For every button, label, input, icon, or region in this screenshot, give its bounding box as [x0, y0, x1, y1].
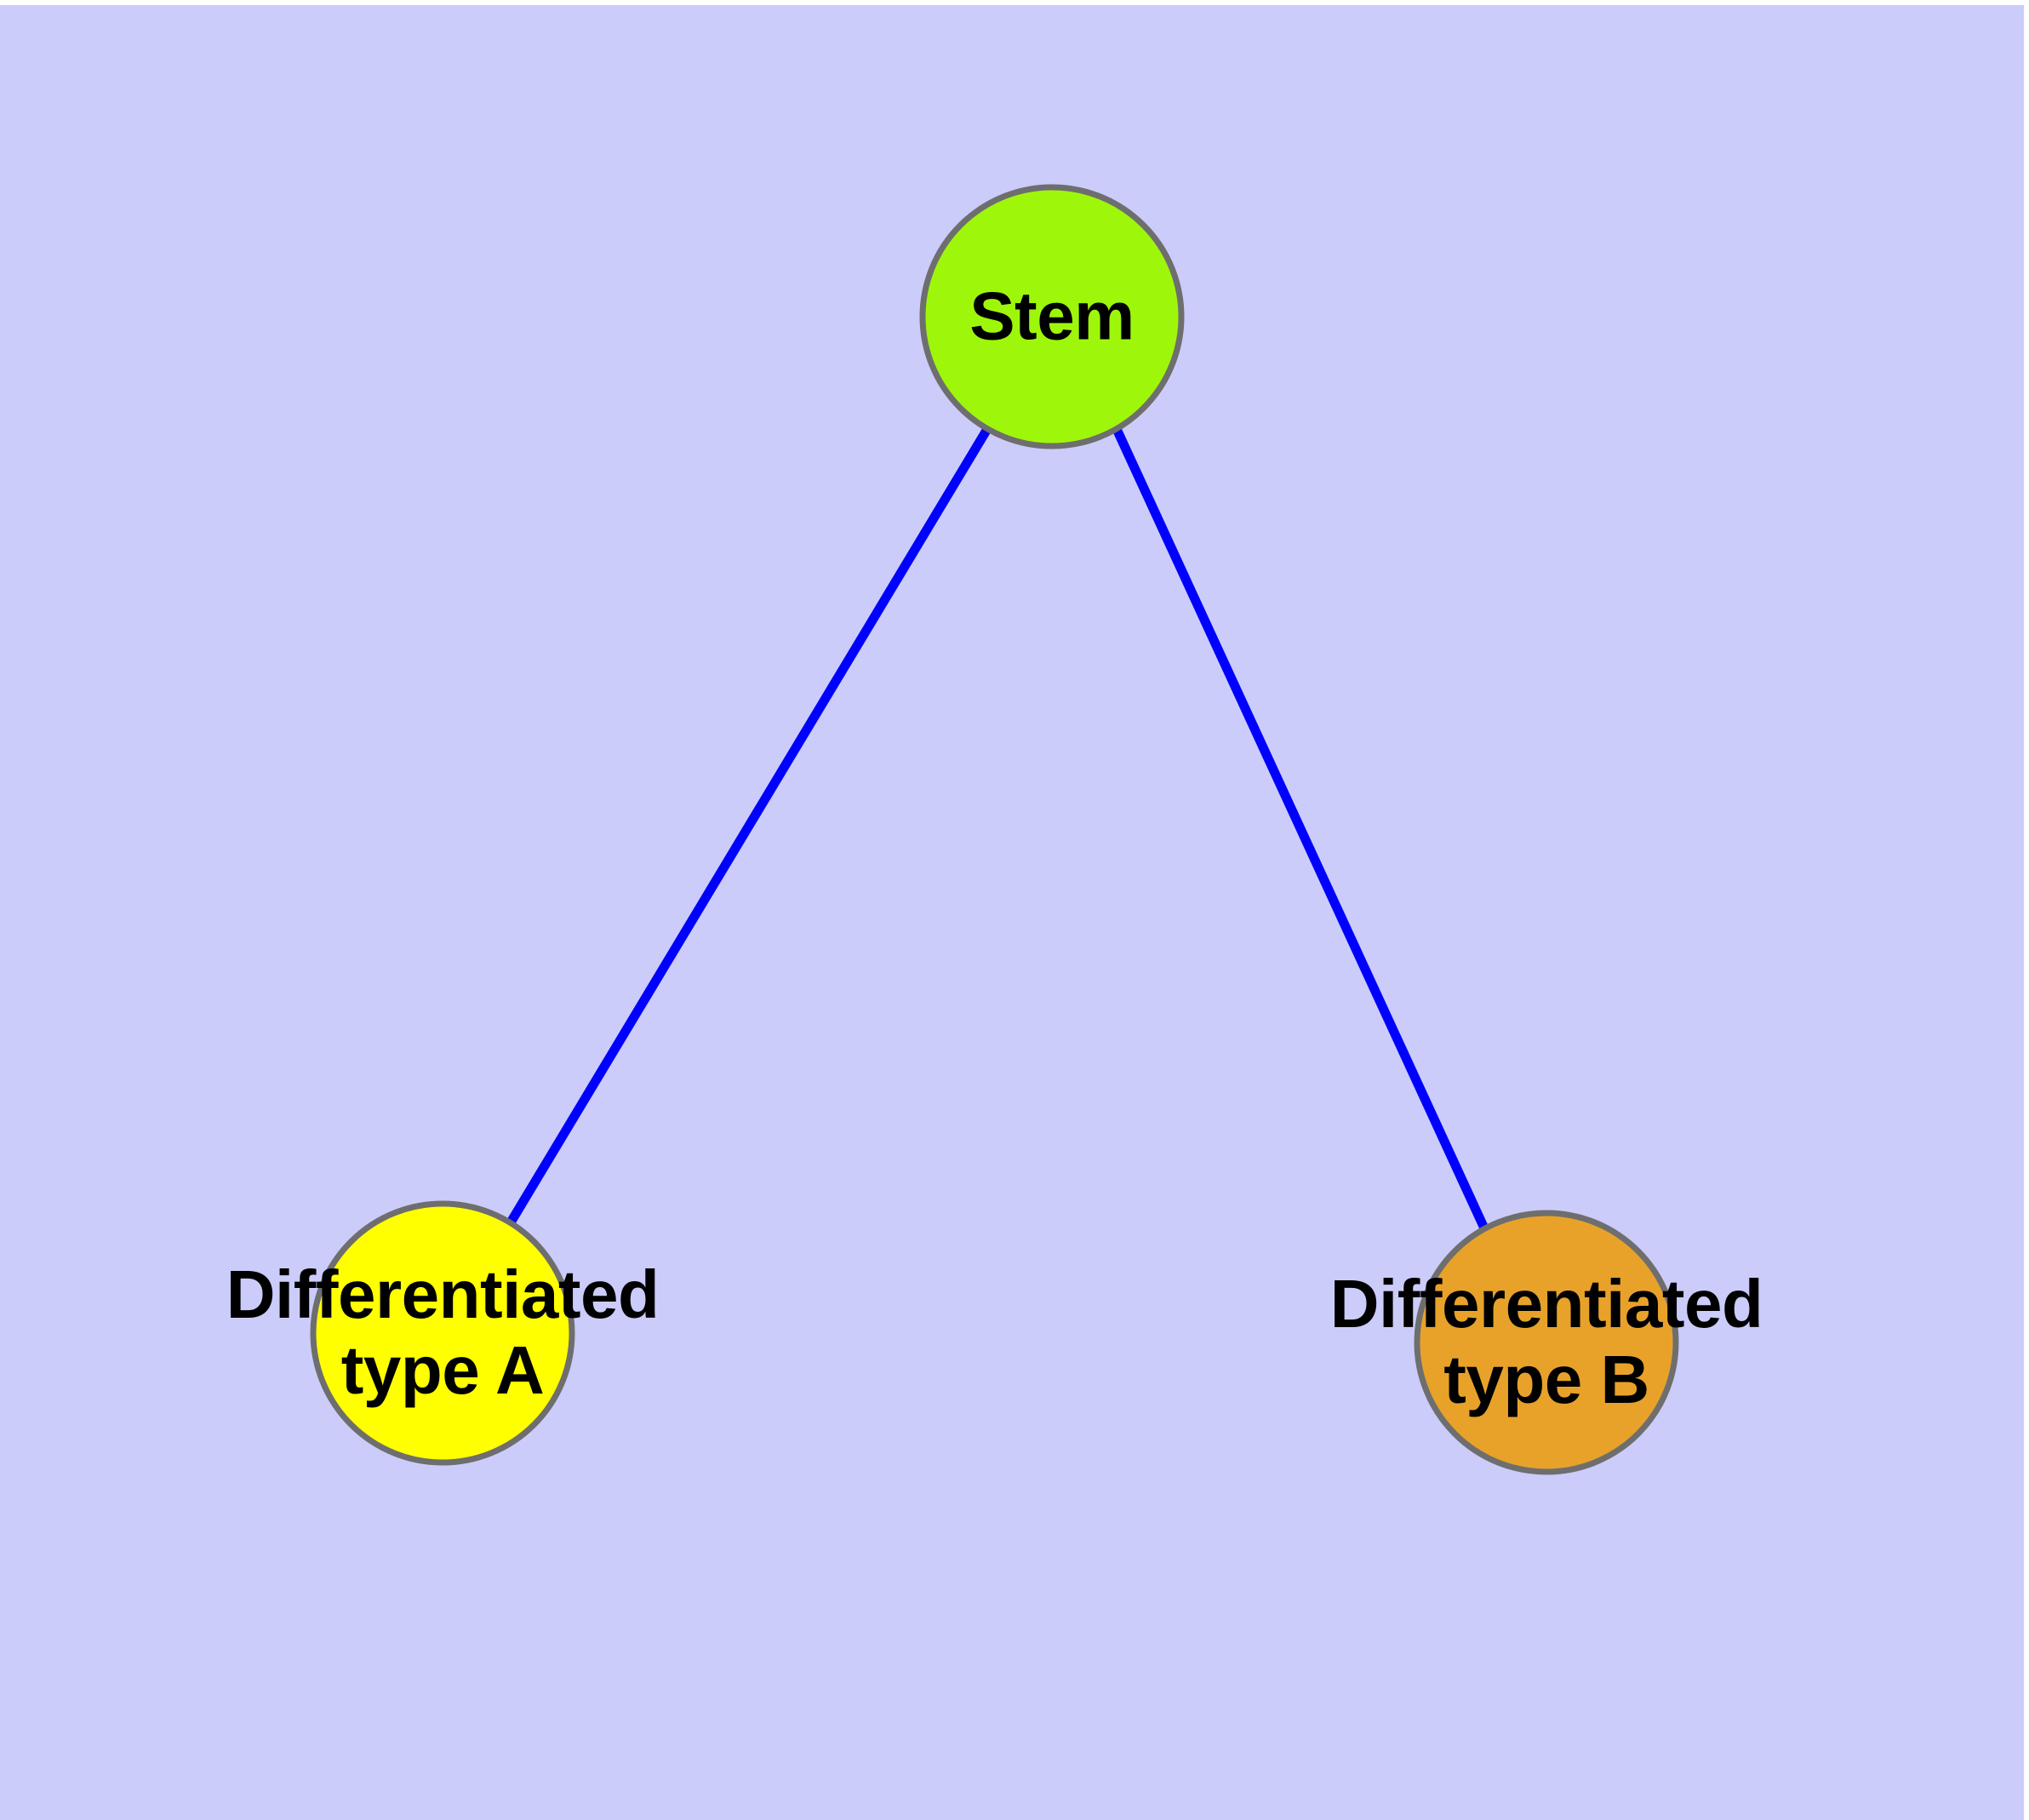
edge-layer	[506, 426, 1489, 1233]
node-stem[interactable]	[923, 187, 1181, 446]
node-circle-diff-a[interactable]	[310, 1200, 575, 1466]
node-circle-stem[interactable]	[919, 184, 1185, 449]
node-layer	[310, 184, 1679, 1475]
edge-stem-to-differentiated-type-b	[1112, 426, 1489, 1233]
node-circle-diff-b[interactable]	[1414, 1210, 1679, 1475]
node-differentiated-type-a[interactable]	[313, 1204, 572, 1462]
node-differentiated-type-b[interactable]	[1417, 1213, 1676, 1472]
edge-stem-to-differentiated-type-a	[506, 426, 992, 1225]
